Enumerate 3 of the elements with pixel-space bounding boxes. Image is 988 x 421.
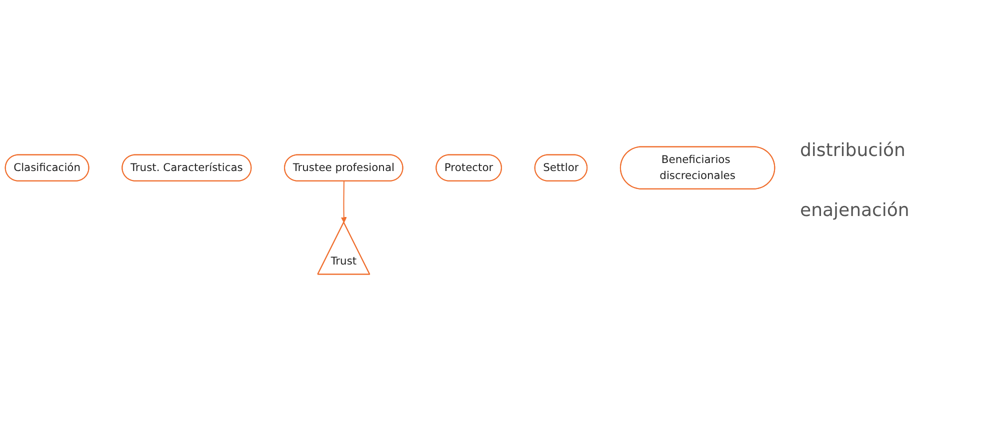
note-text: distribución xyxy=(800,140,906,161)
arrow xyxy=(340,180,347,223)
note-text: enajenación xyxy=(800,200,910,221)
